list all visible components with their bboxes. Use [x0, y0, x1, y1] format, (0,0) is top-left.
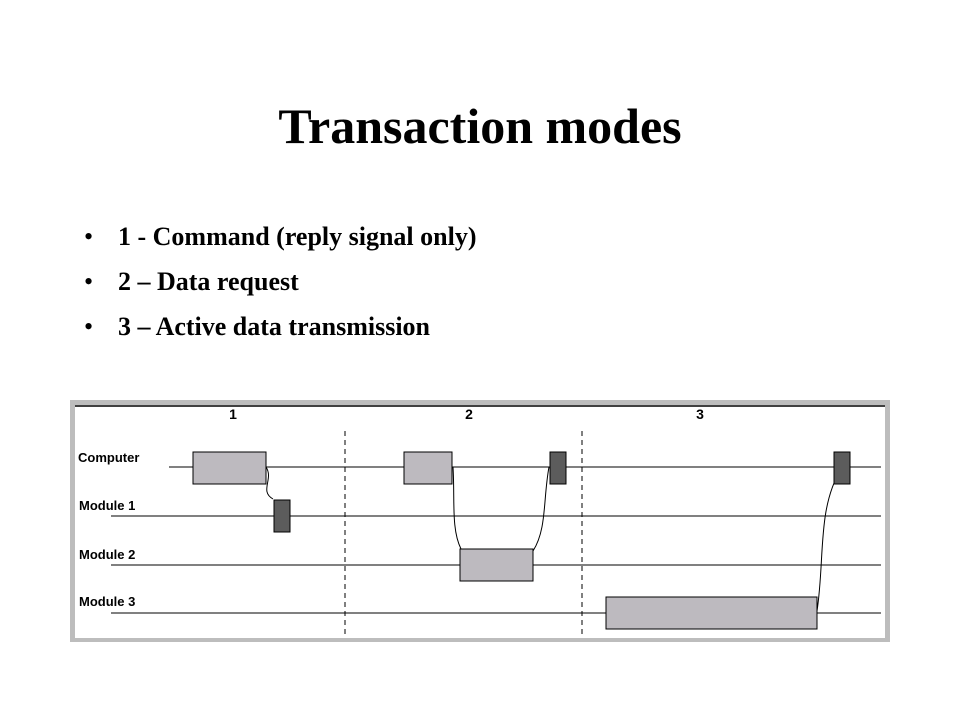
row-label-module-3: Module 3	[79, 594, 135, 609]
bullet-item: • 3 – Active data transmission	[84, 304, 477, 349]
bullet-dot-icon: •	[84, 222, 94, 251]
computer-reply-block	[549, 451, 567, 485]
signal-connector	[532, 466, 550, 552]
mode-label-2: 2	[465, 406, 473, 422]
signal-connector	[265, 466, 274, 500]
row-label-computer: Computer	[78, 450, 139, 465]
transaction-timing-diagram: 1 2 3 Computer Module 1 Module 2 Module …	[70, 400, 890, 642]
bullet-item: • 1 - Command (reply signal only)	[84, 214, 477, 259]
computer-ack-block	[833, 451, 851, 485]
bullet-item: • 2 – Data request	[84, 259, 477, 304]
mode-label-1: 1	[229, 406, 237, 422]
signal-connector	[452, 466, 462, 550]
bullet-text: 1 - Command (reply signal only)	[118, 222, 477, 251]
slide-title: Transaction modes	[278, 98, 682, 154]
computer-request-block	[403, 451, 453, 485]
bullet-list: • 1 - Command (reply signal only) • 2 – …	[84, 214, 477, 349]
module2-data-block	[459, 548, 534, 582]
row-label-module-2: Module 2	[79, 547, 135, 562]
bullet-text: 2 – Data request	[118, 267, 299, 296]
module1-reply-block	[273, 499, 291, 533]
bullet-dot-icon: •	[84, 312, 94, 341]
mode-label-3: 3	[696, 406, 704, 422]
module3-transmission-block	[605, 596, 818, 630]
row-label-module-1: Module 1	[79, 498, 135, 513]
computer-command-block	[192, 451, 267, 485]
bullet-dot-icon: •	[84, 267, 94, 296]
bullet-text: 3 – Active data transmission	[118, 312, 430, 341]
